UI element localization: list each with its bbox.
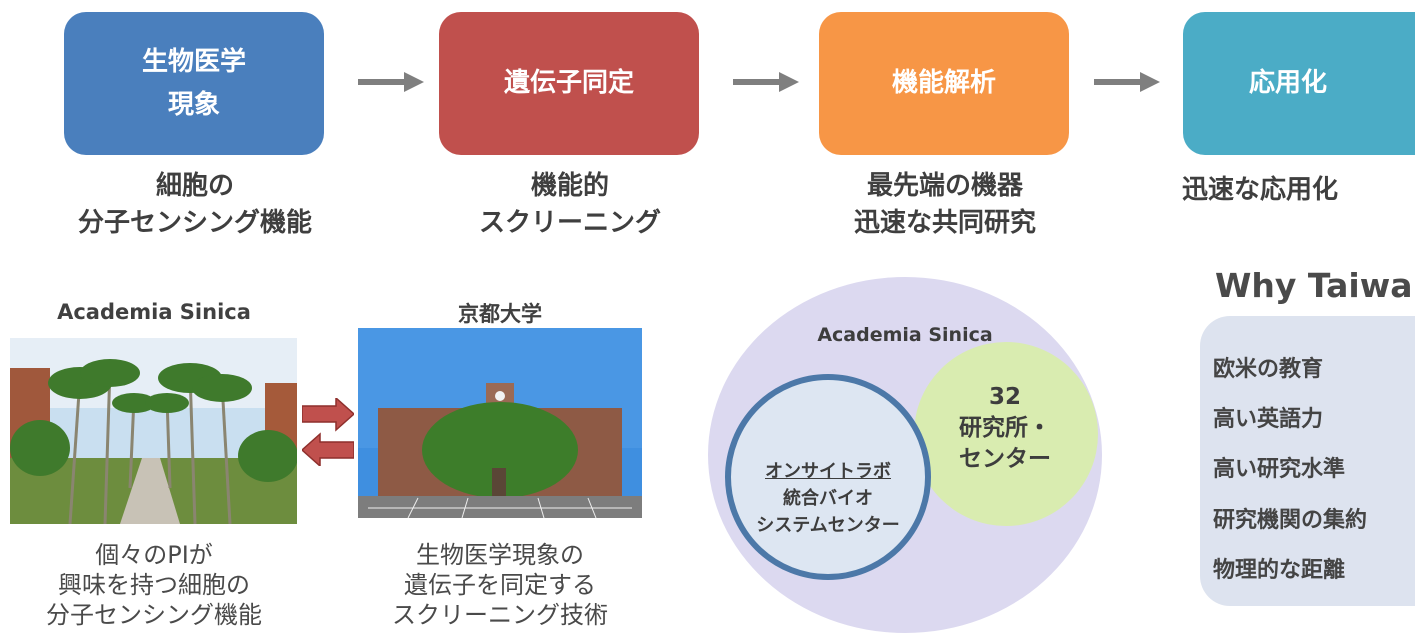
- venn-diagram: [708, 277, 1102, 633]
- caption-advanced-equipment: 最先端の機器 迅速な共同研究: [853, 171, 1036, 238]
- why-item: 物理的な距離: [1213, 558, 1346, 583]
- onsite-lab-circle: [725, 374, 931, 580]
- site-title-kyoto-university: 京都大学: [458, 302, 542, 326]
- why-item: 欧米の教育: [1213, 357, 1324, 382]
- arrow-right-icon: [733, 72, 799, 92]
- arrow-right-icon: [1094, 72, 1160, 92]
- stage-biomedical-phenomenon: 生物医学 現象: [64, 12, 324, 155]
- why-item: 高い研究水準: [1213, 457, 1346, 482]
- caption-rapid-application: 迅速な応用化: [1182, 175, 1339, 205]
- stage-label: 生物医学: [141, 46, 246, 77]
- kyoto-university-description: 生物医学現象の 遺伝子を同定する スクリーニング技術: [392, 541, 608, 629]
- academia-sinica-photo: [10, 338, 297, 524]
- exchange-arrows-icon: [302, 398, 354, 466]
- why-taiwan-box: [1200, 316, 1415, 606]
- stage-application: 応用化: [1183, 12, 1415, 155]
- venn-outer-title: Academia Sinica: [817, 324, 993, 346]
- why-taiwan-title: Why Taiwan: [1215, 266, 1415, 305]
- caption-molecular-sensing: 細胞の 分子センシング機能: [77, 171, 312, 238]
- stage-label: 機能解析: [891, 68, 996, 99]
- caption-screening: 機能的 スクリーニング: [478, 171, 661, 238]
- why-item: 高い英語力: [1213, 407, 1324, 432]
- stage-label: 現象: [167, 89, 220, 120]
- arrow-right-icon: [358, 72, 424, 92]
- site-title-academia-sinica: Academia Sinica: [57, 300, 251, 324]
- stage-function-analysis: 機能解析: [819, 12, 1069, 155]
- institutes-label: 32 研究所・ センター: [959, 384, 1051, 472]
- institutes-circle: [914, 342, 1098, 526]
- stage-gene-identification: 遺伝子同定: [439, 12, 699, 155]
- why-item: 研究機関の集約: [1213, 508, 1368, 533]
- stage-label: 応用化: [1248, 68, 1327, 99]
- stage-label: 遺伝子同定: [503, 68, 634, 99]
- academia-sinica-description: 個々のPIが 興味を持つ細胞の 分子センシング機能: [46, 541, 262, 629]
- kyoto-university-photo: [358, 328, 642, 518]
- onsite-lab-label: オンサイトラボ 統合バイオ システムセンター: [756, 461, 900, 536]
